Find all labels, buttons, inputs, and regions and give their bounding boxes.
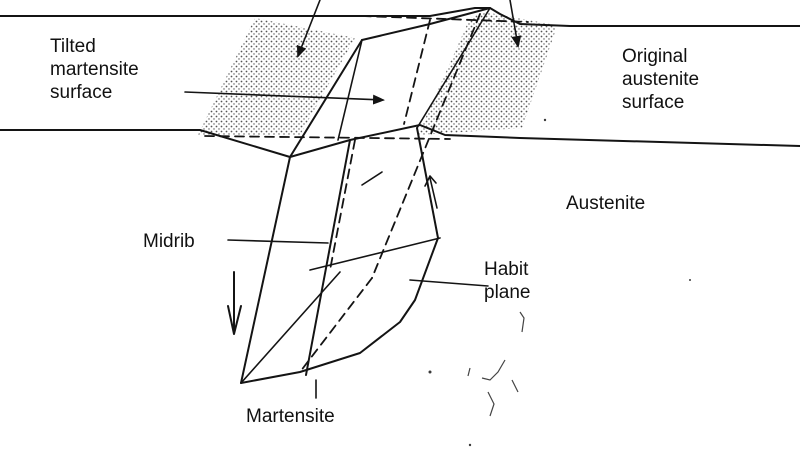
habit-plane-edge <box>416 127 439 239</box>
label-martensite: Martensite <box>246 406 335 427</box>
label-tilted-martensite-surface: Tilted martensite surface <box>50 36 139 103</box>
upper-shear-arrow-b <box>424 175 438 209</box>
midrib-line <box>305 139 351 376</box>
dashed-edge-d <box>329 139 356 271</box>
plate-top-edge <box>361 7 491 41</box>
scratch-marks <box>467 311 525 417</box>
left-tilt-arrow <box>297 0 321 58</box>
left-stippled-tilted-surface <box>198 18 355 135</box>
speck-3 <box>468 443 472 447</box>
tilted-face-mid <box>416 7 491 129</box>
speck-2 <box>543 118 547 122</box>
speck-1 <box>428 370 432 374</box>
habit-plane-pointer <box>409 279 489 287</box>
plate-bottom-edge <box>240 237 439 384</box>
speck-4 <box>689 279 691 281</box>
inner-bottom-diagonal <box>240 271 341 384</box>
plate-left-edge <box>240 39 363 384</box>
tilted-face-left <box>337 39 363 141</box>
tilted-surface-pointer-arrow <box>184 91 385 105</box>
left-shear-arrow <box>227 271 242 335</box>
label-original-austenite-surface: Original austenite surface <box>622 46 700 113</box>
dashed-edge-b <box>371 13 481 279</box>
dashed-edge-c <box>299 277 373 373</box>
label-habit-plane: Habit plane <box>484 259 531 303</box>
label-midrib: Midrib <box>143 231 195 252</box>
dashed-edge-a <box>403 19 431 125</box>
label-austenite: Austenite <box>566 193 646 214</box>
lower-dashed-surface <box>204 135 451 140</box>
upper-shear-tick-a <box>361 171 383 186</box>
midrib-pointer <box>227 239 329 244</box>
lower-surface-line <box>0 124 800 158</box>
right-tilt-arrow <box>509 0 522 48</box>
